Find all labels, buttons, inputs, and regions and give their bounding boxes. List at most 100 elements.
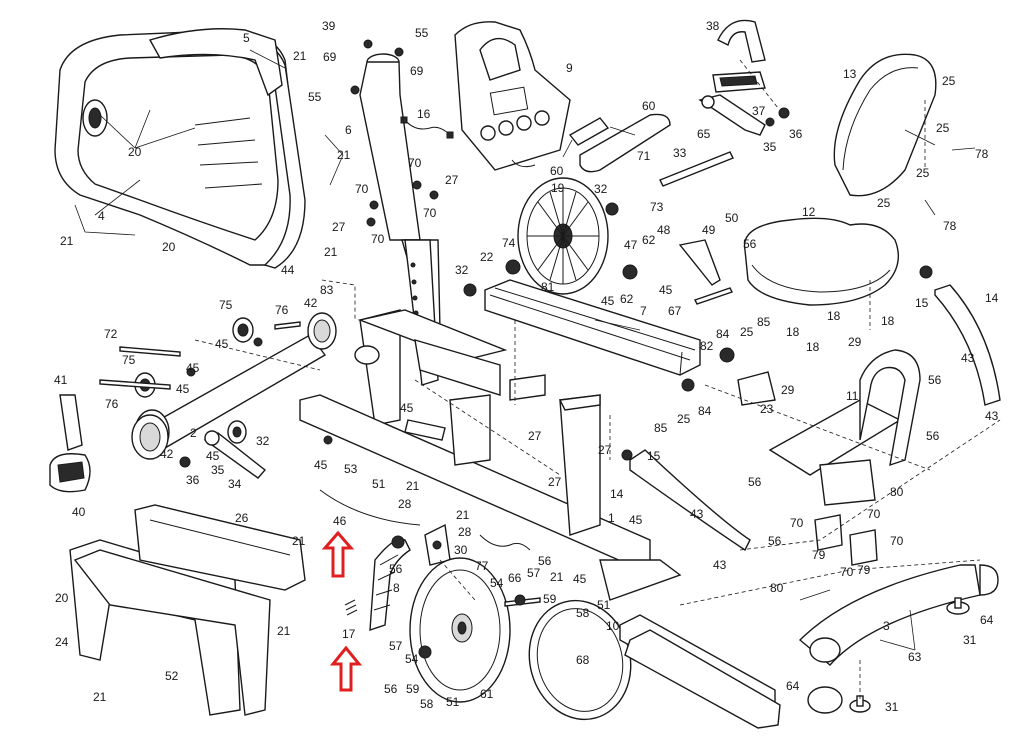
label-part-75: 75: [219, 298, 233, 312]
leveler-31-right: [946, 597, 970, 615]
label-part-9: 9: [566, 61, 573, 75]
label-part-6: 6: [345, 123, 352, 137]
label-part-42: 42: [160, 447, 174, 461]
pedal-strap-41: [59, 394, 83, 451]
label-part-60: 60: [550, 164, 564, 178]
label-part-66: 66: [508, 571, 522, 585]
label-part-47: 47: [624, 238, 638, 252]
label-part-45: 45: [659, 283, 673, 297]
label-part-74: 74: [502, 236, 516, 250]
bracket-79-left: [814, 514, 843, 551]
label-part-51: 51: [372, 477, 386, 491]
label-part-51: 51: [446, 695, 460, 709]
label-part-54: 54: [490, 576, 504, 590]
label-part-63: 63: [908, 650, 922, 664]
seat-12: [743, 217, 899, 306]
label-part-25: 25: [936, 121, 950, 135]
label-part-25: 25: [877, 196, 891, 210]
label-part-27: 27: [332, 220, 346, 234]
label-part-69: 69: [323, 50, 337, 64]
label-part-28: 28: [398, 497, 412, 511]
label-part-7: 7: [640, 304, 647, 318]
pedal-strap-38: [717, 19, 766, 63]
label-part-70: 70: [867, 507, 881, 521]
tube-14-right: [934, 284, 1001, 406]
label-part-34: 34: [228, 477, 242, 491]
grip-71: [568, 113, 671, 173]
label-part-21: 21: [93, 690, 107, 704]
label-part-33: 33: [673, 146, 687, 160]
label-part-56: 56: [743, 237, 757, 251]
label-part-70: 70: [790, 516, 804, 530]
label-part-58: 58: [420, 697, 434, 711]
rod-67: [694, 287, 733, 305]
label-part-58: 58: [576, 606, 590, 620]
label-part-79: 79: [857, 563, 871, 577]
label-part-10: 10: [606, 619, 620, 633]
belt-68: [528, 599, 632, 721]
label-part-61: 61: [480, 687, 494, 701]
tube-14-lower: [629, 449, 751, 552]
label-part-55: 55: [308, 90, 322, 104]
label-part-12: 12: [802, 205, 816, 219]
label-part-54: 54: [405, 652, 419, 666]
end-cap-64-bottom: [807, 686, 843, 714]
bolt-75: [99, 379, 171, 390]
crank-34: [203, 420, 267, 479]
label-part-67: 67: [668, 304, 682, 318]
label-part-44: 44: [281, 263, 295, 277]
label-part-29: 29: [781, 383, 795, 397]
label-part-45: 45: [629, 513, 643, 527]
label-part-71: 71: [637, 149, 651, 163]
label-part-39: 39: [322, 19, 336, 33]
label-part-14: 14: [610, 487, 624, 501]
label-part-78: 78: [975, 147, 989, 161]
label-part-52: 52: [165, 669, 179, 683]
label-part-80: 80: [770, 581, 784, 595]
frame-1: [299, 309, 682, 601]
bushing-42-rear: [307, 312, 337, 350]
label-part-29: 29: [848, 335, 862, 349]
backrest-13: [833, 53, 937, 197]
label-part-46: 46: [333, 514, 347, 528]
label-part-76: 76: [105, 397, 119, 411]
label-part-56: 56: [928, 373, 942, 387]
label-part-56: 56: [926, 429, 940, 443]
label-part-14: 14: [985, 291, 999, 305]
rear-stabilizer-3: [798, 564, 981, 666]
leader-lines: [74, 49, 976, 651]
label-part-27: 27: [528, 429, 542, 443]
magnet-arm-8: [369, 538, 411, 631]
pedal-37: [712, 71, 766, 93]
wire-77: [479, 534, 531, 551]
label-part-56: 56: [384, 682, 398, 696]
label-part-35: 35: [763, 140, 777, 154]
label-part-72: 72: [104, 327, 118, 341]
label-part-22: 22: [480, 250, 494, 264]
label-part-59: 59: [543, 592, 557, 606]
label-part-43: 43: [713, 558, 727, 572]
label-part-36: 36: [789, 127, 803, 141]
label-part-43: 43: [985, 409, 999, 423]
label-part-84: 84: [698, 404, 712, 418]
label-part-21: 21: [277, 624, 291, 638]
bracket-79-right: [849, 529, 878, 566]
label-part-70: 70: [840, 565, 854, 579]
label-part-27: 27: [548, 475, 562, 489]
crank-arm-65: [698, 94, 766, 136]
label-part-18: 18: [827, 309, 841, 323]
spring-17: [344, 599, 358, 616]
label-part-65: 65: [697, 127, 711, 141]
label-part-45: 45: [400, 401, 414, 415]
label-part-25: 25: [916, 166, 930, 180]
label-part-20: 20: [128, 145, 142, 159]
bearing-75-top: [232, 317, 254, 343]
label-part-5: 5: [243, 31, 250, 45]
label-part-21: 21: [550, 570, 564, 584]
label-part-43: 43: [961, 351, 975, 365]
label-part-78: 78: [943, 219, 957, 233]
label-part-24: 24: [55, 635, 69, 649]
label-part-27: 27: [445, 173, 459, 187]
label-part-56: 56: [389, 562, 403, 576]
label-part-8: 8: [393, 581, 400, 595]
